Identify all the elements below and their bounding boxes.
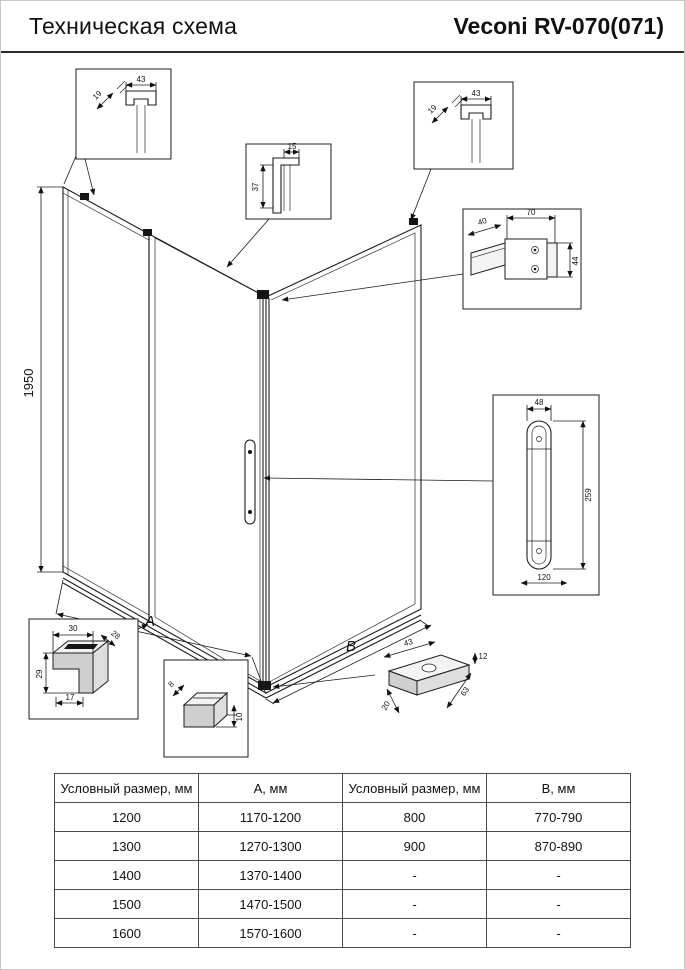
- technical-drawing: 1950 A B: [21, 68, 600, 758]
- dim-label: 43: [472, 89, 481, 98]
- dim-label: 10: [235, 712, 244, 721]
- table-cell: 870-890: [486, 831, 631, 861]
- detail-threshold: 43 12 63 20: [380, 637, 488, 714]
- dim-label: 40: [477, 216, 489, 227]
- detail-wall-profile: 15 37: [245, 142, 332, 220]
- dim-height: 1950: [21, 186, 63, 573]
- dim-label: 17: [66, 693, 75, 702]
- dim-a-label: A: [144, 613, 155, 630]
- detail-top-profile-left: 43 19: [75, 68, 172, 160]
- table-cell: 800: [342, 802, 487, 832]
- table-cell: -: [342, 889, 487, 919]
- detail-handle: 48 259 120: [492, 394, 600, 596]
- corner-foot-icon: [258, 681, 271, 690]
- dim-label: 63: [459, 685, 472, 698]
- dim-label: 37: [251, 182, 260, 191]
- table-cell: 1170-1200: [198, 802, 343, 832]
- dim-label: 20: [380, 699, 393, 712]
- dim-label: 30: [69, 624, 78, 633]
- detail-bottom-profile-mid: 8 10: [163, 659, 249, 758]
- dim-b: B: [265, 620, 432, 705]
- size-table: Условный размер, мм А, мм Условный разме…: [54, 773, 631, 948]
- dim-label: 15: [288, 142, 297, 151]
- table-cell: 1600: [54, 918, 199, 948]
- door-handle: [244, 439, 256, 525]
- wall-clamp-icon: [80, 193, 89, 200]
- table-cell: 1570-1600: [198, 918, 343, 948]
- table-row: 1200 1170-1200 800 770-790: [54, 802, 631, 832]
- detail-top-profile-right: 43 19: [413, 81, 514, 170]
- dim-label: 120: [537, 573, 551, 582]
- table-cell: 1500: [54, 889, 199, 919]
- table-row: 1400 1370-1400 - -: [54, 860, 631, 890]
- table-header-cell: Условный размер, мм: [342, 773, 487, 803]
- table-cell: -: [486, 918, 631, 948]
- table-header-cell: А, мм: [198, 773, 343, 803]
- dim-label: 70: [527, 208, 536, 217]
- table-cell: 1270-1300: [198, 831, 343, 861]
- dim-label: 12: [479, 652, 488, 661]
- table-cell: -: [342, 860, 487, 890]
- dim-b-label: B: [346, 638, 356, 655]
- table-header-cell: В, мм: [486, 773, 631, 803]
- dim-label: 29: [35, 669, 44, 678]
- table-header-row: Условный размер, мм А, мм Условный разме…: [54, 773, 631, 803]
- table-row: 1300 1270-1300 900 870-890: [54, 831, 631, 861]
- dim-label: 259: [584, 488, 593, 502]
- dim-1950: 1950: [21, 369, 36, 398]
- table-cell: -: [342, 918, 487, 948]
- wall-clamp-icon: [409, 218, 418, 225]
- table-cell: -: [486, 889, 631, 919]
- model-title: Veconi RV-070(071): [453, 12, 664, 39]
- table-cell: 900: [342, 831, 487, 861]
- page-title: Техническая схема: [29, 12, 238, 39]
- table-header-cell: Условный размер, мм: [54, 773, 199, 803]
- wall-clamp-icon: [143, 229, 152, 236]
- detail-corner-connector: 40 70 44: [462, 208, 582, 310]
- table-cell: 1400: [54, 860, 199, 890]
- table-cell: 770-790: [486, 802, 631, 832]
- dim-label: 44: [571, 256, 580, 265]
- table-row: 1600 1570-1600 - -: [54, 918, 631, 948]
- dim-label: 43: [137, 75, 146, 84]
- table-cell: 1370-1400: [198, 860, 343, 890]
- corner-connector-icon: [257, 290, 269, 299]
- table-cell: 1470-1500: [198, 889, 343, 919]
- dim-label: 8: [166, 679, 176, 689]
- table-cell: -: [486, 860, 631, 890]
- dim-label: 43: [403, 637, 415, 648]
- table-cell: 1300: [54, 831, 199, 861]
- table-cell: 1200: [54, 802, 199, 832]
- detail-bottom-profile-left: 30 29 28 17: [28, 618, 139, 720]
- header: Техническая схема Veconi RV-070(071): [1, 1, 684, 53]
- dim-label: 48: [535, 398, 544, 407]
- callout-leaders: [63, 155, 494, 689]
- table-row: 1500 1470-1500 - -: [54, 889, 631, 919]
